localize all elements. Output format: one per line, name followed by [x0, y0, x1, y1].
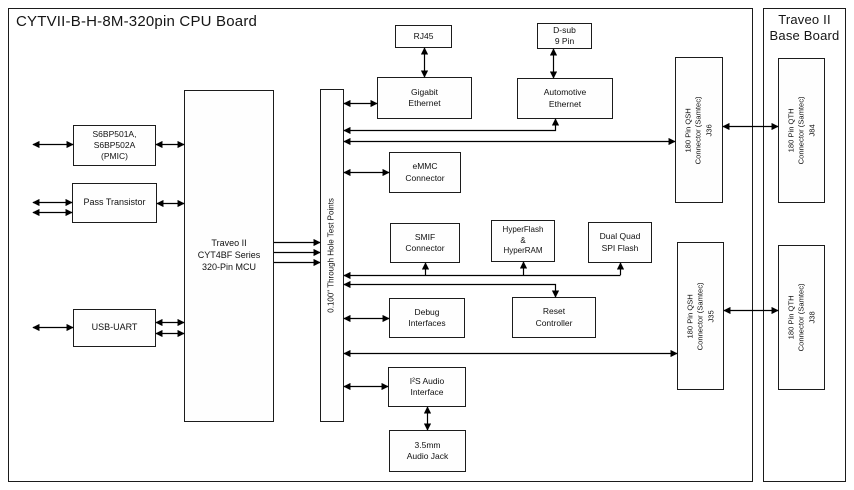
j35-connector: 180 Pin QSH Connector (Samtec) J35 — [677, 242, 724, 390]
j36-label: 180 Pin QSH Connector (Samtec) J36 — [683, 96, 714, 164]
debug-interfaces-block: Debug Interfaces — [389, 298, 465, 338]
dual-quad-spi-flash-block: Dual Quad SPI Flash — [588, 222, 652, 263]
pmic-block: S6BP501A, S6BP502A (PMIC) — [73, 125, 156, 166]
base-board-title: Traveo II Base Board — [769, 12, 840, 44]
reset-controller-block: Reset Controller — [512, 297, 596, 338]
dsub-9pin-block: D-sub 9 Pin — [537, 23, 592, 49]
automotive-ethernet-block: Automotive Ethernet — [517, 78, 613, 119]
test-points-bar: 0.100" Through Hole Test Points — [320, 89, 344, 422]
j36-connector: 180 Pin QSH Connector (Samtec) J36 — [675, 57, 723, 203]
pass-transistor-block: Pass Transistor — [72, 183, 157, 223]
j38-connector: 180 Pin QTH Connector (Samtec) J38 — [778, 245, 825, 390]
mcu-block: Traveo II CYT4BF Series 320-Pin MCU — [184, 90, 274, 422]
hyperflash-hyperram-block: HyperFlash & HyperRAM — [491, 220, 555, 262]
gigabit-ethernet-block: Gigabit Ethernet — [377, 77, 472, 119]
audio-jack-block: 3.5mm Audio Jack — [389, 430, 466, 472]
j35-label: 180 Pin QSH Connector (Samtec) J35 — [685, 282, 715, 350]
j84-connector: 180 Pin QTH Connector (Samtec) J84 — [778, 58, 825, 203]
rj45-block: RJ45 — [395, 25, 452, 48]
test-points-label: 0.100" Through Hole Test Points — [326, 198, 336, 313]
j84-label: 180 Pin QTH Connector (Samtec) J84 — [786, 96, 816, 165]
cpu-board-title: CYTVII-B-H-8M-320pin CPU Board — [16, 13, 258, 30]
usb-uart-block: USB-UART — [73, 309, 156, 347]
smif-connector-block: SMIF Connector — [390, 223, 460, 263]
j38-label: 180 Pin QTH Connector (Samtec) J38 — [786, 283, 816, 352]
emmc-connector-block: eMMC Connector — [389, 152, 461, 193]
i2s-audio-interface-block: I²S Audio Interface — [388, 367, 466, 407]
